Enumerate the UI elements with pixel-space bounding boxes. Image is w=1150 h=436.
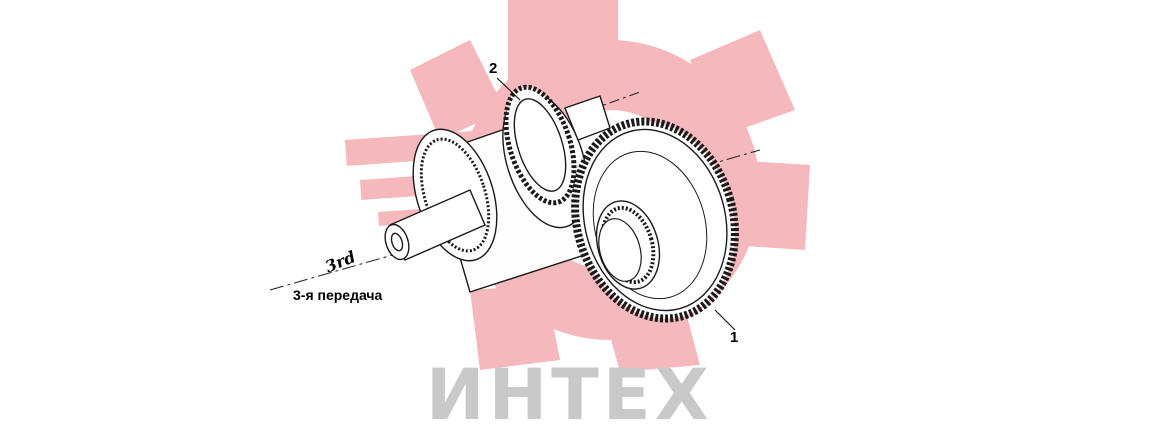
watermark-text: ИНТЕХ [426,354,713,436]
shaft-assembly [384,84,611,293]
callout-1: 1 [730,329,739,346]
gear-assembly-diagram [269,0,810,372]
leader-line-1 [714,309,736,331]
leader-line-2 [496,77,521,101]
callout-2: 2 [489,60,498,77]
caption-ru: 3-я передача [293,287,383,303]
large-gear [571,117,739,323]
